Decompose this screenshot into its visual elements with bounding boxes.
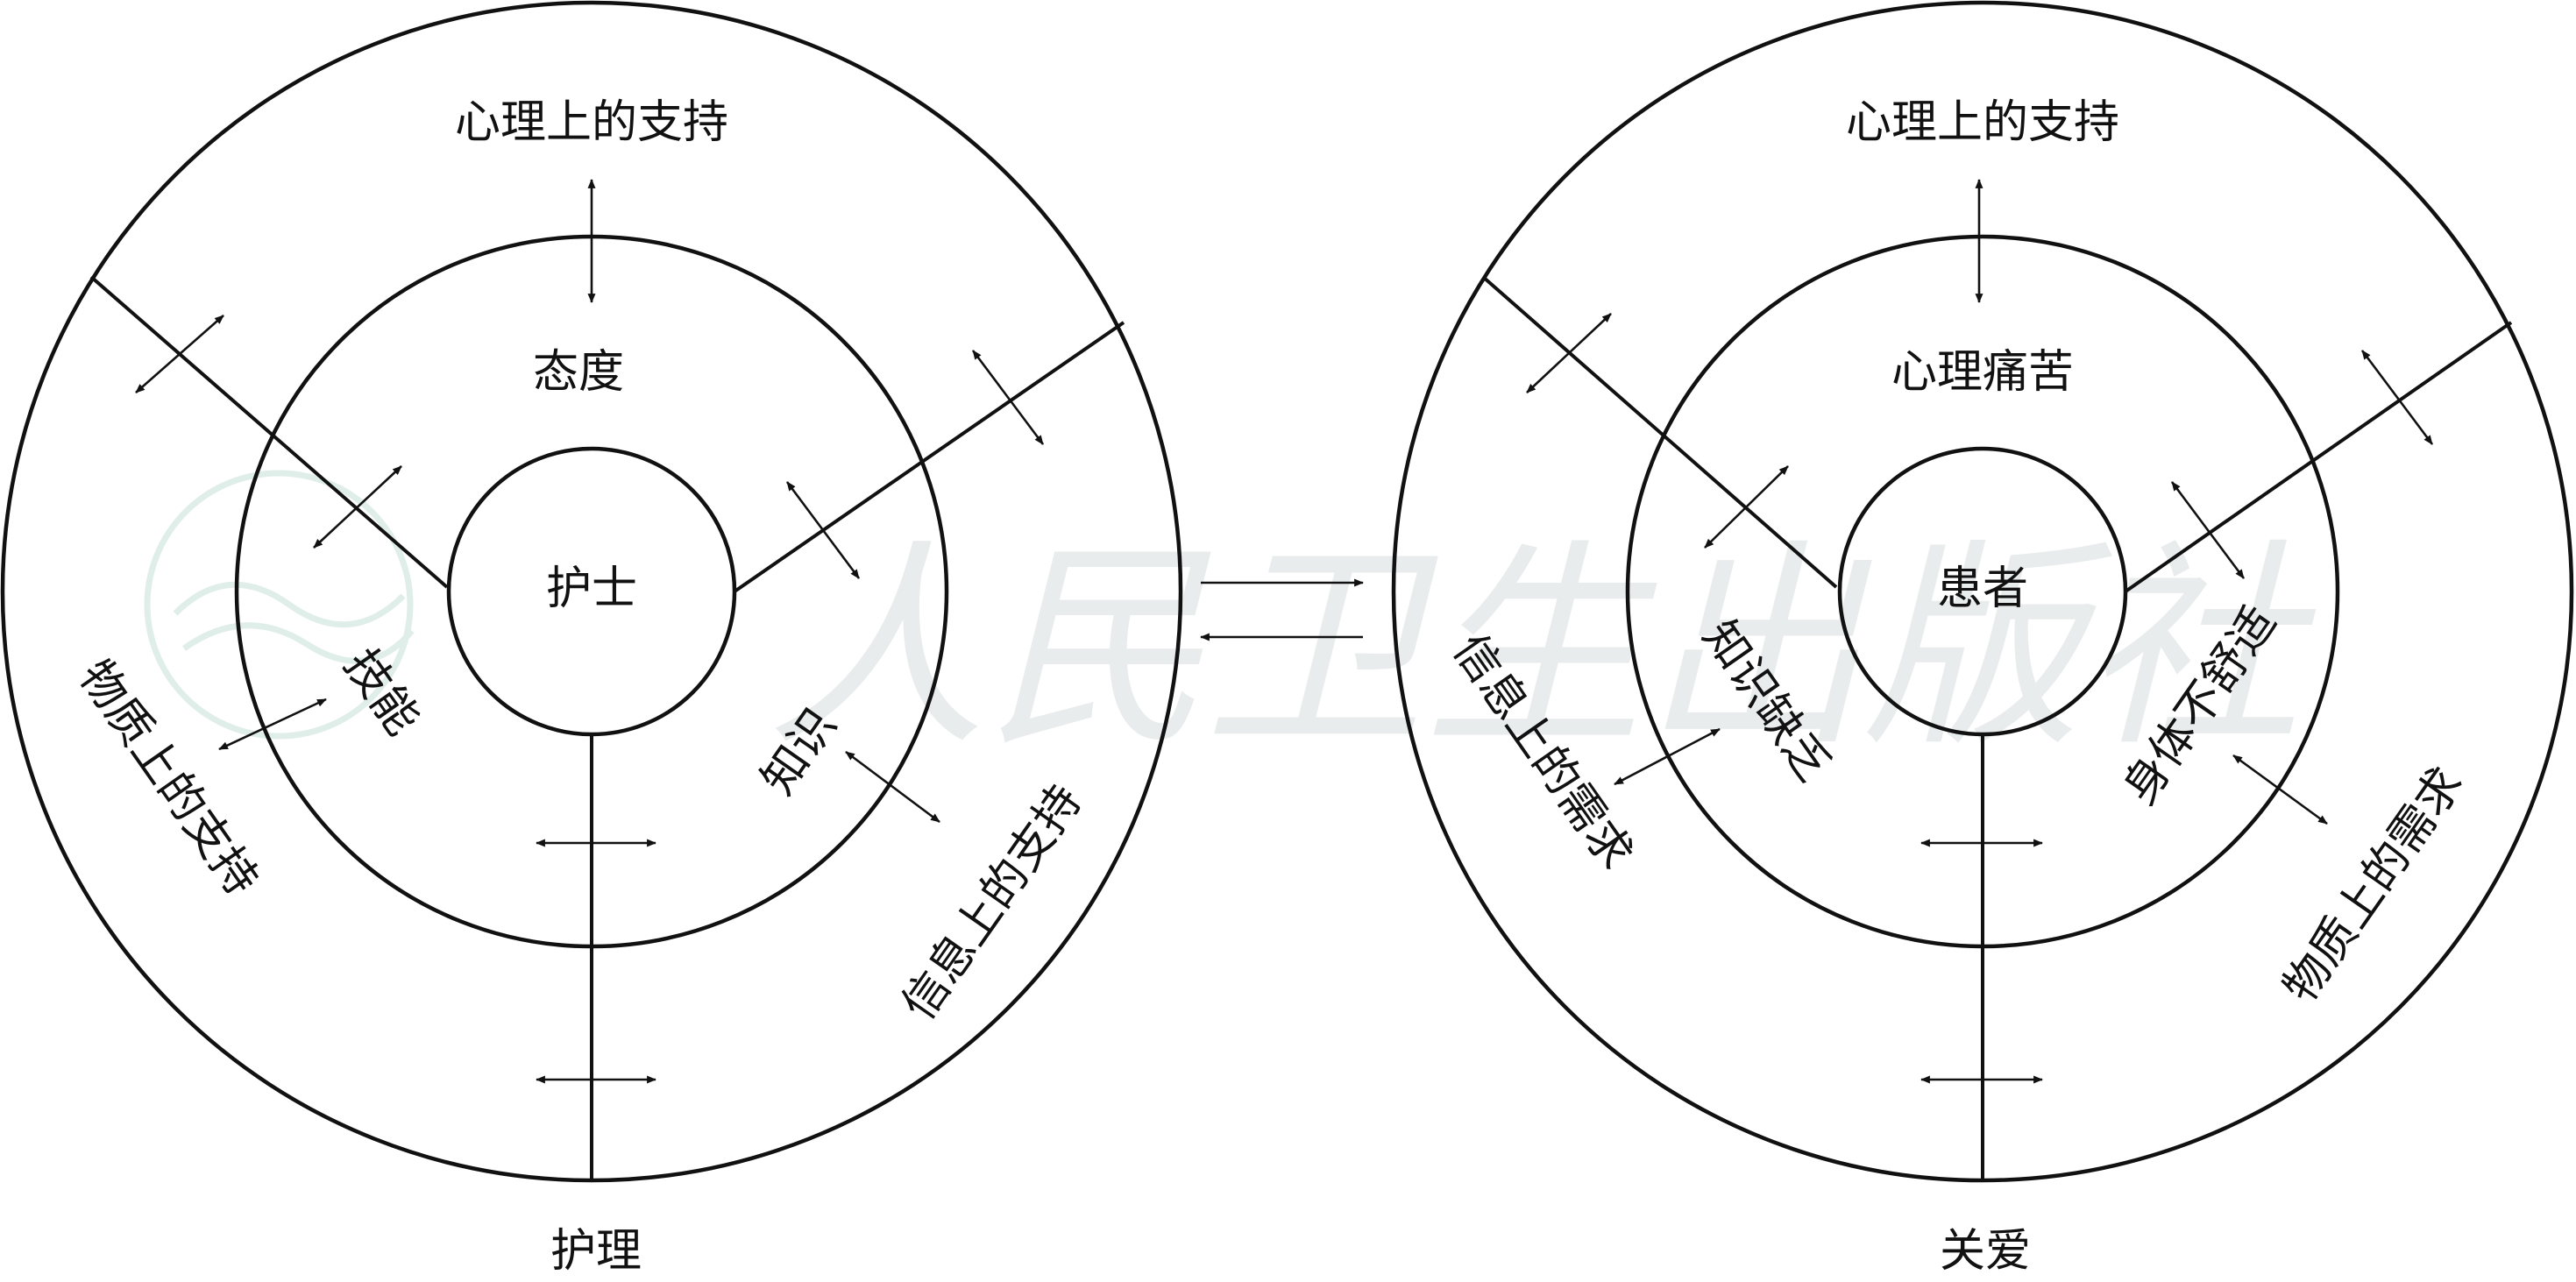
nurse-lower-left-arrow <box>218 698 327 751</box>
patient-outer-right-label: 物质上的需求 <box>2274 758 2473 1012</box>
watermark-text: 人民卫生出版社 <box>767 521 2318 776</box>
nurse-outer-right-label: 信息上的支持 <box>892 776 1092 1030</box>
patient-bottom-label: 关爱 <box>1940 1225 2031 1278</box>
nurse-outer-left-label: 物质上的支持 <box>68 651 268 905</box>
nurse-skill-label: 技能 <box>334 640 429 745</box>
watermark: 人民卫生出版社 <box>144 470 2318 776</box>
patient-lower-left-arrow <box>1614 727 1721 786</box>
patient-lower-right-arrow <box>2232 754 2328 825</box>
nurse-bottom-label: 护理 <box>550 1225 642 1278</box>
nurse-attitude-label: 态度 <box>533 346 624 399</box>
patient-psych-distress-label: 心理痛苦 <box>1891 346 2074 399</box>
patient-upper-left-arrow <box>1526 313 1612 393</box>
patient-inner-right-arrow <box>2170 481 2246 579</box>
exchange-arrows <box>1200 578 1364 641</box>
patient-center-label: 患者 <box>1937 563 2028 615</box>
nurse-outer-top-label: 心理上的支持 <box>455 96 728 149</box>
nurse-inner-left-arrow <box>313 465 402 549</box>
patient-outer-top-label: 心理上的支持 <box>1846 96 2119 149</box>
patient-upper-right-arrow <box>2360 350 2434 445</box>
nurse-left-divider <box>89 275 449 589</box>
nurse-inner-right-arrow <box>785 481 861 579</box>
patient-inner-left-arrow <box>1704 465 1789 549</box>
nurse-lower-right-arrow <box>845 750 940 824</box>
nurse-upper-left-arrow <box>135 315 224 393</box>
patient-right-divider <box>2124 321 2513 593</box>
nurse-center-label: 护士 <box>546 563 637 615</box>
nurse-upper-right-arrow <box>971 350 1045 445</box>
